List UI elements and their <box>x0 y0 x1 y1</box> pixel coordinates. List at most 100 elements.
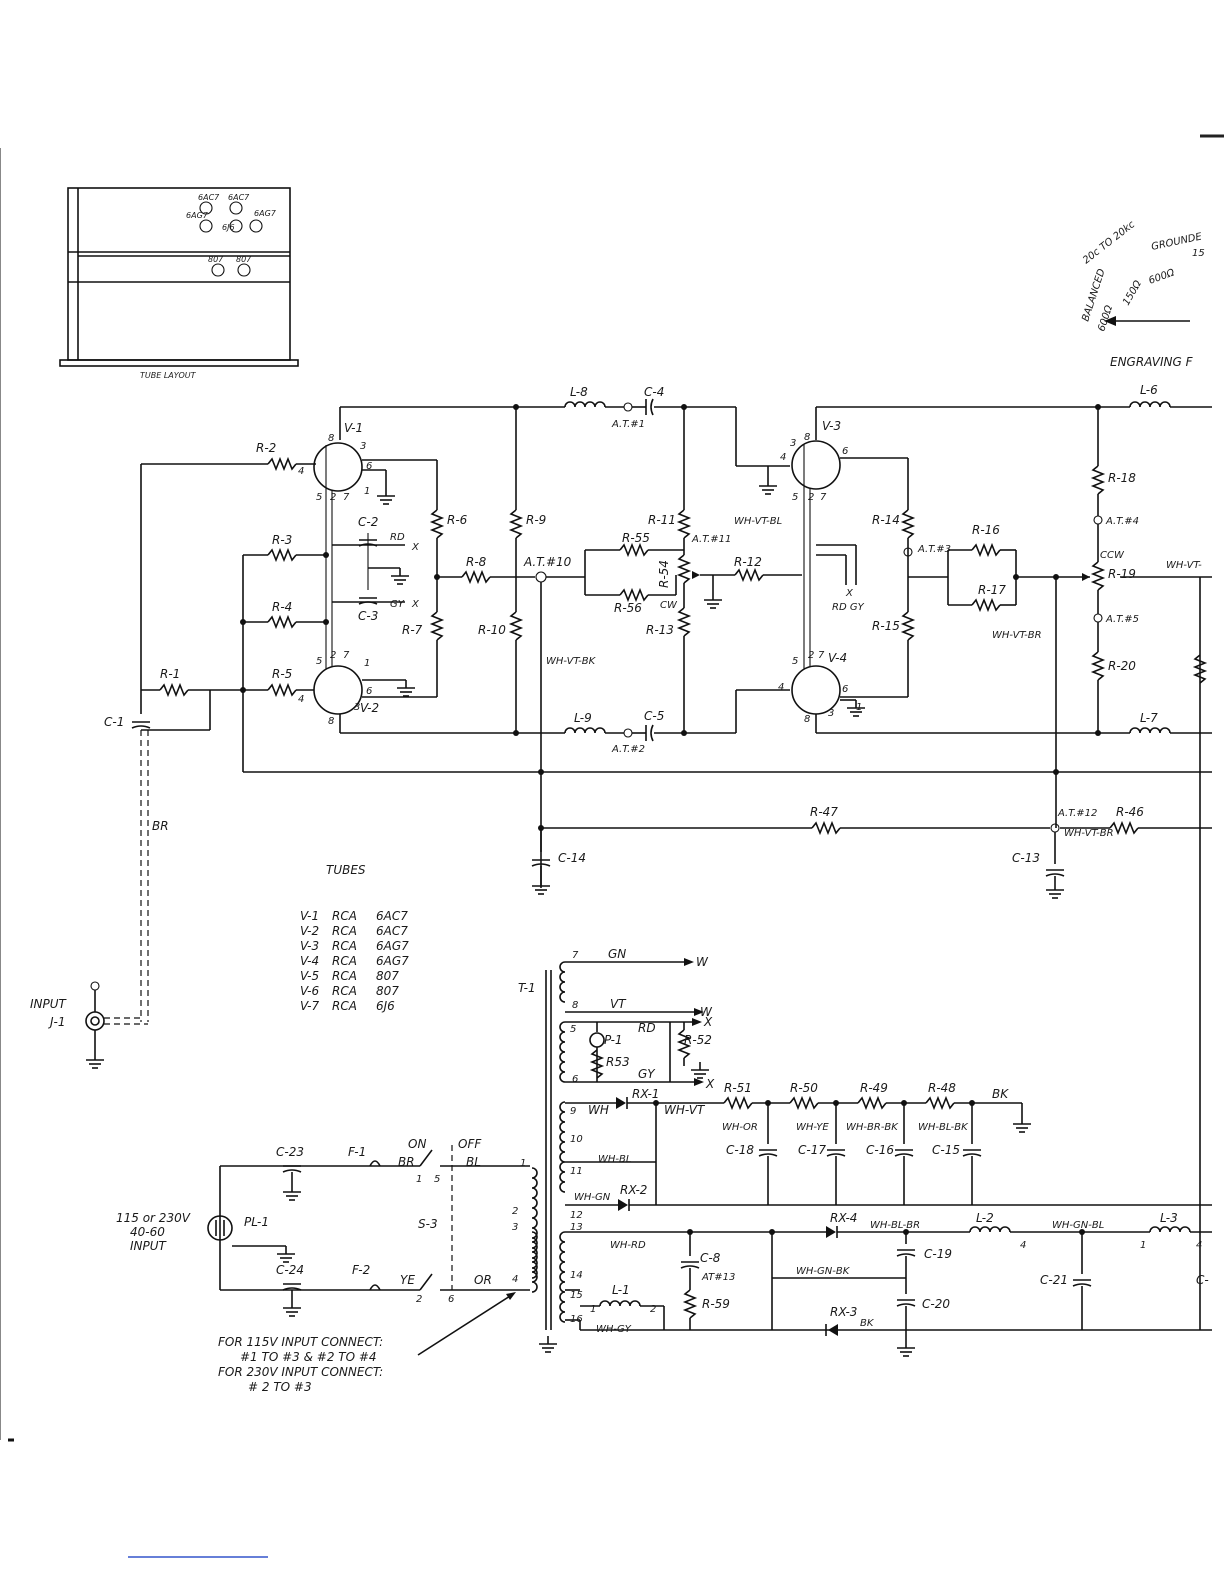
label-wh-vt-cut: WH-VT- <box>1166 560 1202 571</box>
label-r13: R-13 <box>646 623 674 637</box>
pin-l1-1: 1 <box>590 1304 596 1315</box>
power-supply <box>207 958 1212 1357</box>
label-wh-gn: WH-GN <box>574 1192 611 1203</box>
label-x-2: X <box>705 1077 715 1091</box>
label-wh-bl-bk: WH-BL-BK <box>918 1122 969 1133</box>
label-wh-gy: WH-GY <box>596 1324 632 1335</box>
dial-range: 20c TO 20kc <box>1081 219 1137 267</box>
label-at4: A.T.#4 <box>1105 516 1139 527</box>
pin-t-16: 16 <box>570 1314 583 1325</box>
label-c4: C-4 <box>644 385 664 399</box>
label-on: ON <box>408 1137 426 1151</box>
label-r5: R-5 <box>272 667 292 681</box>
label-l2: L-2 <box>976 1211 994 1225</box>
label-r50: R-50 <box>790 1081 818 1095</box>
pin-v3-4: 4 <box>780 452 786 463</box>
power-labels: T-1 GN W VT W RD X GY X P-1 R53 R-52 7 8… <box>116 947 1209 1394</box>
label-l3: L-3 <box>1160 1211 1178 1225</box>
tubes-row-2: V-2 RCA 6AC7 <box>300 924 408 938</box>
label-power-input: INPUT <box>130 1239 168 1253</box>
note-line-1: FOR 115V INPUT CONNECT: <box>218 1335 383 1349</box>
tubes-row-3: V-3 RCA 6AG7 <box>300 939 409 953</box>
dial-ohm-4: 15 <box>1192 248 1205 259</box>
pin-s3-1: 1 <box>416 1174 422 1185</box>
pin-v1-2: 2 <box>330 492 336 503</box>
pin-v3-2: 2 <box>808 492 814 503</box>
label-bl: BL <box>466 1155 481 1169</box>
label-br: BR <box>398 1155 415 1169</box>
label-r18: R-18 <box>1108 471 1136 485</box>
label-at12: A.T.#12 <box>1057 808 1097 819</box>
svg-text:807: 807 <box>376 984 399 998</box>
pin-v3-6: 6 <box>842 446 848 457</box>
label-r19: R-19 <box>1108 567 1136 581</box>
label-ye: YE <box>400 1273 415 1287</box>
label-r10: R-10 <box>478 623 506 637</box>
pin-l2-4: 4 <box>1020 1240 1026 1251</box>
pin-t-13: 13 <box>570 1222 583 1233</box>
label-wh-vt-bk: WH-VT-BK <box>546 656 597 667</box>
label-r1: R-1 <box>160 667 180 681</box>
pin-v1-1: 1 <box>364 486 370 497</box>
pin-v4-4: 4 <box>778 682 784 693</box>
pin-t-1: 1 <box>520 1158 526 1169</box>
pin-t-9: 9 <box>570 1106 576 1117</box>
tubes-row-1: V-1 RCA 6AC7 <box>300 909 408 923</box>
pin-t-15: 15 <box>570 1290 583 1301</box>
pin-v1-5: 5 <box>316 492 322 503</box>
note-line-2: #1 TO #3 & #2 TO #4 <box>240 1350 377 1364</box>
label-wh-ye: WH-YE <box>796 1122 829 1133</box>
label-rx1: RX-1 <box>632 1087 659 1101</box>
label-rx4: RX-4 <box>830 1211 857 1225</box>
tubes-row-5: V-5 RCA 807 <box>300 969 399 983</box>
label-gn: GN <box>608 947 626 961</box>
label-or: OR <box>474 1273 492 1287</box>
tubes-row-7: V-7 RCA 6J6 <box>300 999 395 1013</box>
svg-text:RCA: RCA <box>332 939 357 953</box>
label-r14: R-14 <box>872 513 900 527</box>
svg-text:V-5: V-5 <box>300 969 319 983</box>
pin-v2-3: 3 <box>354 702 360 713</box>
label-pl1: PL-1 <box>244 1215 269 1229</box>
label-r55: R-55 <box>622 531 650 545</box>
label-w-2: W <box>700 1005 713 1019</box>
pin-s3-5: 5 <box>434 1174 440 1185</box>
label-wh-vt: WH-VT <box>664 1103 706 1117</box>
label-f1: F-1 <box>348 1145 366 1159</box>
label-c3-x: X <box>411 599 420 610</box>
label-c8: C-8 <box>700 1251 721 1265</box>
pin-v1-3: 3 <box>360 441 366 452</box>
label-v3: V-3 <box>822 419 841 433</box>
label-v3-x: X <box>845 588 854 599</box>
pin-t-10: 10 <box>570 1134 583 1145</box>
label-wh-rd: WH-RD <box>610 1240 646 1251</box>
label-wh-gn-bl: WH-GN-BL <box>1052 1220 1104 1231</box>
label-r12: R-12 <box>734 555 762 569</box>
svg-text:V-6: V-6 <box>300 984 319 998</box>
dial-ohm-3: 600Ω <box>1147 267 1176 287</box>
label-r47: R-47 <box>810 805 838 819</box>
svg-text:6AG7: 6AG7 <box>376 954 409 968</box>
label-wh-vt-br: WH-VT-BR <box>992 630 1042 641</box>
svg-text:V-2: V-2 <box>300 924 319 938</box>
label-r53: R53 <box>606 1055 630 1069</box>
label-c17: C-17 <box>798 1143 826 1157</box>
pin-s3-2: 2 <box>416 1294 422 1305</box>
socket-label-4: 6J6 <box>222 223 235 232</box>
label-c22: C- <box>1196 1273 1209 1287</box>
svg-text:RCA: RCA <box>332 969 357 983</box>
label-rx2: RX-2 <box>620 1183 647 1197</box>
pin-v2-8: 8 <box>328 716 334 727</box>
label-c19: C-19 <box>924 1247 952 1261</box>
label-r4: R-4 <box>272 600 292 614</box>
pin-v2-7: 7 <box>343 650 350 661</box>
label-l8: L-8 <box>570 385 588 399</box>
engraving-label: ENGRAVING F <box>1110 355 1194 369</box>
pin-v4-1: 1 <box>856 702 862 713</box>
socket-label-5: 6AG7 <box>254 209 277 218</box>
label-c13: C-13 <box>1012 851 1040 865</box>
label-w-1: W <box>696 955 709 969</box>
label-c20: C-20 <box>922 1297 950 1311</box>
label-vt: VT <box>610 997 627 1011</box>
